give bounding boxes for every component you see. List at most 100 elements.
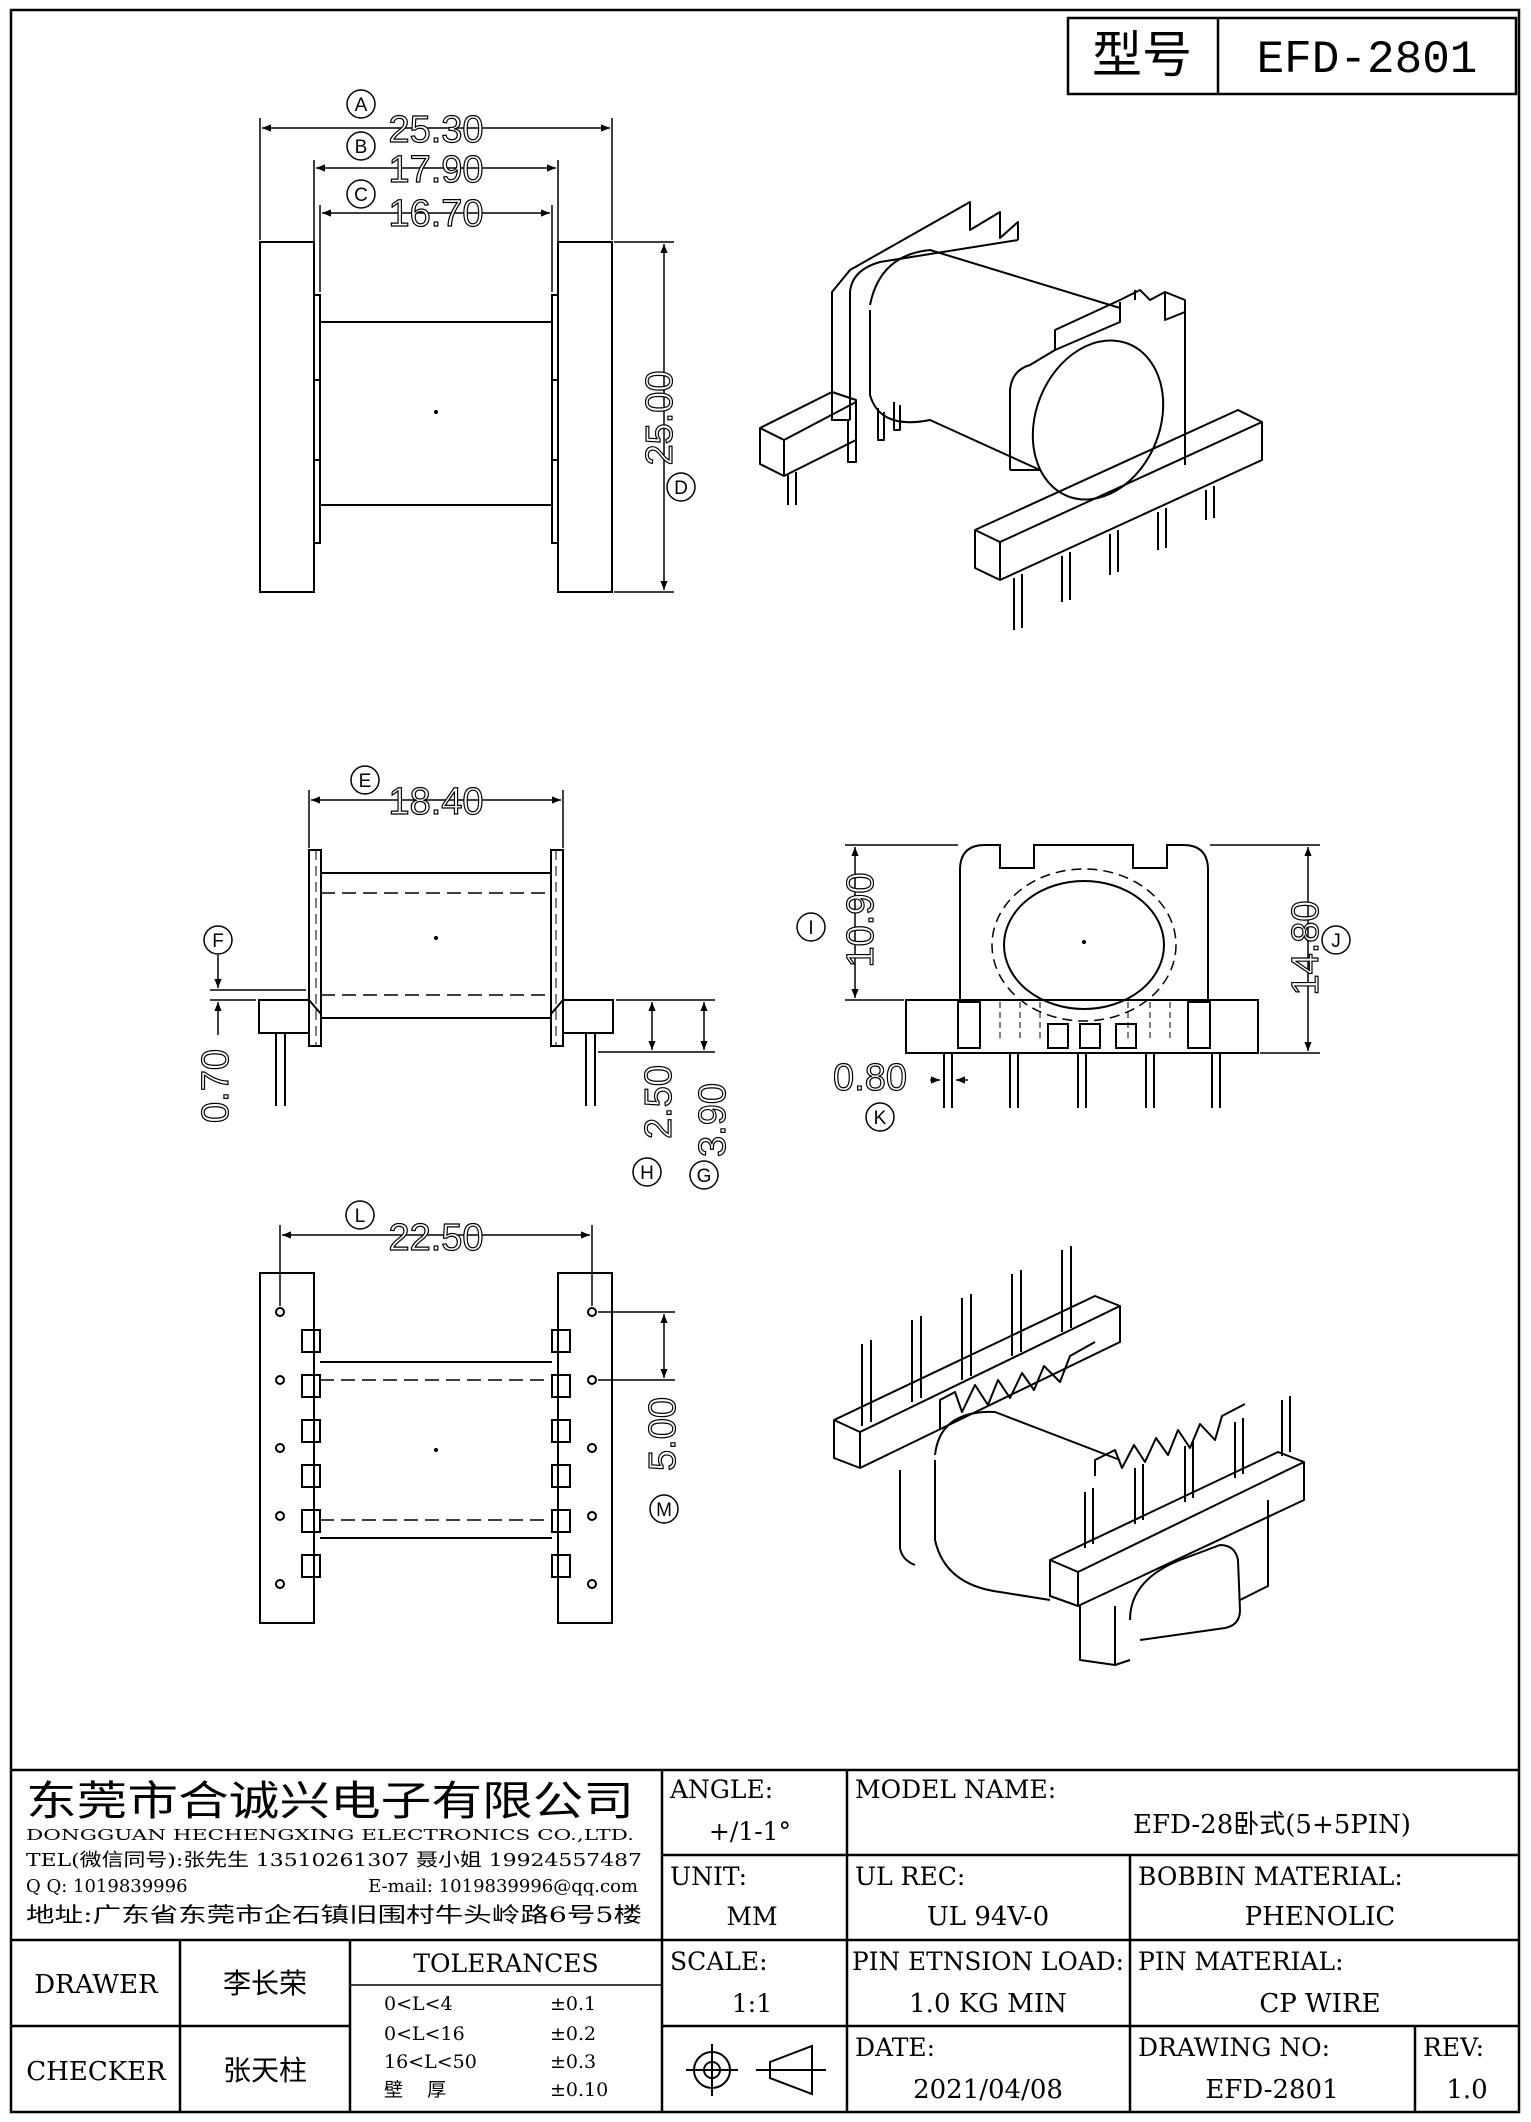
dim-c-value: 16.70 xyxy=(388,193,483,235)
dim-i-letter: I xyxy=(808,918,813,939)
company-tel: TEL(微信同号):张先生 13510261307 聂小姐 1992455748… xyxy=(26,1850,642,1871)
dim-g-value: 3.90 xyxy=(692,1083,734,1157)
bottom-view xyxy=(259,1272,613,1624)
dim-d-badge xyxy=(666,472,696,502)
dim-m-badge xyxy=(649,1494,679,1524)
dim-i-badge xyxy=(796,912,826,942)
dim-h-value: 2.50 xyxy=(638,1065,680,1139)
dim-m-value: 5.00 xyxy=(642,1397,684,1471)
top-view xyxy=(259,241,613,593)
dim-f-value: 0.70 xyxy=(195,1049,237,1123)
rev-label: REV: xyxy=(1423,2033,1484,2062)
scale-value: 1:1 xyxy=(732,1989,772,2018)
projection-symbol xyxy=(686,2044,826,2096)
drawer-name: 李长荣 xyxy=(223,1967,307,2000)
dim-h-badge xyxy=(632,1157,662,1187)
dim-k-value: 0.80 xyxy=(833,1057,907,1099)
dim-a-letter: A xyxy=(355,95,368,116)
ul-value: UL 94V-0 xyxy=(927,1902,1049,1932)
isometric-view-2 xyxy=(833,1246,1305,1666)
company-name-cn: 东莞市合诚兴电子有限公司 xyxy=(26,1777,634,1825)
tol-range-3: 壁 厚 xyxy=(384,2079,446,2101)
dim-j-letter: J xyxy=(1331,931,1341,952)
dim-j-value: 14.80 xyxy=(1285,900,1327,995)
drawer-label: DRAWER xyxy=(34,1970,159,2000)
specs: ANGLE: +/1-1° MODEL NAME: EFD-28卧式(5+5PI… xyxy=(669,1775,1488,2105)
dims-bottom-view xyxy=(279,1225,675,1381)
pin-load-value: 1.0 KG MIN xyxy=(909,1989,1067,2019)
tolerances-title: TOLERANCES xyxy=(413,1949,598,1978)
dim-g-badge xyxy=(689,1160,719,1190)
pin-load-label: PIN ETNSION LOAD: xyxy=(852,1947,1124,1976)
dim-d-letter: D xyxy=(674,478,688,499)
dim-i-value: 10.90 xyxy=(840,872,882,967)
type-label: 型号 xyxy=(1092,26,1192,84)
dim-c-badge xyxy=(346,179,376,209)
sheet-border xyxy=(9,8,1521,2114)
drawing-no-label: DRAWING NO: xyxy=(1138,2033,1330,2062)
ul-label: UL REC: xyxy=(855,1862,965,1891)
tol-value-0: ±0.1 xyxy=(550,1993,596,2015)
isometric-view-1 xyxy=(759,201,1263,630)
title-block xyxy=(11,1768,1519,2112)
dim-c-letter: C xyxy=(354,185,368,206)
tol-range-2: 16<L<50 xyxy=(384,2051,477,2073)
dim-g-letter: G xyxy=(697,1166,712,1187)
date-value: 2021/04/08 xyxy=(913,2075,1063,2105)
dim-b-value: 17.90 xyxy=(388,149,483,191)
title-header: 型号 EFD-2801 xyxy=(1066,16,1518,96)
tol-value-3: ±0.10 xyxy=(550,2079,608,2101)
tol-range-1: 0<L<16 xyxy=(384,2023,465,2045)
dims-top-view xyxy=(259,118,674,593)
bobbin-label: BOBBIN MATERIAL: xyxy=(1138,1862,1403,1891)
dim-b-badge xyxy=(346,131,376,161)
tolerances: TOLERANCES 0<L<4 ±0.1 0<L<16 ±0.2 16<L<5… xyxy=(384,1949,608,2101)
scale-label: SCALE: xyxy=(670,1947,768,1976)
company-address: 地址:广东省东莞市企石镇旧围村牛头岭路6号5楼 xyxy=(26,1903,642,1927)
dim-l-letter: L xyxy=(355,1206,366,1227)
dim-j-badge xyxy=(1321,925,1351,955)
company-qq: Q Q: 1019839996 xyxy=(26,1876,188,1897)
checker-label: CHECKER xyxy=(26,2057,167,2087)
unit-label: UNIT: xyxy=(670,1862,747,1891)
company-name-en: DONGGUAN HECHENGXING ELECTRONICS CO.,LTD… xyxy=(26,1826,634,1844)
dim-h-letter: H xyxy=(640,1163,654,1184)
dim-d-value: 25.00 xyxy=(639,370,681,465)
tol-value-2: ±0.3 xyxy=(550,2051,596,2073)
pin-material-value: CP WIRE xyxy=(1259,1989,1380,2019)
checker-name: 张天柱 xyxy=(223,2054,307,2087)
side-view xyxy=(905,844,1259,1108)
dim-k-badge xyxy=(865,1102,895,1132)
dim-e-letter: E xyxy=(359,771,372,792)
people: DRAWER 李长荣 CHECKER 张天柱 xyxy=(26,1967,307,2087)
dimension-labels: 25.30 A 17.90 B 16.70 C 25.00D 18.40 E 0.70 F 3.90G… xyxy=(194,89,1351,1524)
model-name-value: EFD-28卧式(5+5PIN) xyxy=(1133,1810,1411,1840)
dim-l-value: 22.50 xyxy=(388,1217,483,1259)
dim-m-letter: M xyxy=(656,1500,672,1521)
dim-f-badge xyxy=(203,925,233,955)
unit-value: MM xyxy=(726,1902,777,1931)
date-label: DATE: xyxy=(855,2033,935,2062)
model-title: EFD-2801 xyxy=(1257,34,1478,86)
angle-label: ANGLE: xyxy=(669,1775,773,1804)
dim-a-badge xyxy=(346,89,376,119)
dim-l-badge xyxy=(345,1200,375,1230)
angle-value: +/1-1° xyxy=(709,1817,791,1846)
company-email: E-mail: 1019839996@qq.com xyxy=(368,1876,638,1897)
dim-a-value: 25.30 xyxy=(388,109,483,151)
dim-b-letter: B xyxy=(355,137,368,158)
drawing-no-value: EFD-2801 xyxy=(1205,2075,1338,2105)
tol-range-0: 0<L<4 xyxy=(384,1993,453,2015)
rev-value: 1.0 xyxy=(1446,2075,1487,2105)
dims-side-view xyxy=(845,844,1320,1084)
company-info: 东莞市合诚兴电子有限公司 DONGGUAN HECHENGXING ELECTR… xyxy=(26,1777,642,1927)
dim-f-letter: F xyxy=(212,931,224,952)
dim-e-value: 18.40 xyxy=(388,781,483,823)
dim-k-letter: K xyxy=(874,1108,887,1129)
bobbin-value: PHENOLIC xyxy=(1245,1902,1396,1932)
dims-front-view xyxy=(210,790,715,1053)
tol-value-1: ±0.2 xyxy=(550,2023,596,2045)
dim-e-badge xyxy=(350,765,380,795)
pin-material-label: PIN MATERIAL: xyxy=(1138,1947,1344,1976)
